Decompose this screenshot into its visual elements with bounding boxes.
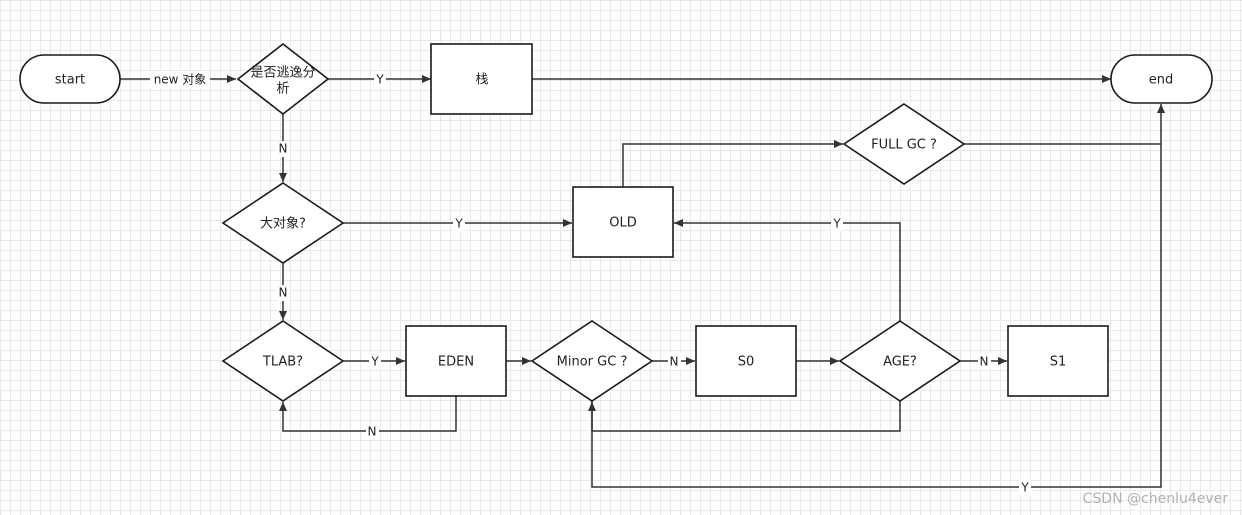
svg-text:是否逃逸分: 是否逃逸分: [250, 66, 315, 81]
end-terminal: end: [1110, 54, 1213, 104]
svg-text:FULL GC ?: FULL GC ?: [871, 138, 937, 153]
svg-text:Y: Y: [375, 73, 384, 87]
old-box: OLD: [572, 186, 674, 258]
svg-text:EDEN: EDEN: [438, 355, 474, 370]
edge-label-big-no: N: [277, 285, 290, 301]
edge-label-new-object: new 对象: [150, 71, 210, 88]
svg-text:S1: S1: [1050, 355, 1067, 370]
svg-text:AGE?: AGE?: [883, 355, 917, 370]
edge-old-to-fullgc: [622, 140, 843, 187]
svg-text:N: N: [368, 425, 377, 439]
svg-text:Y: Y: [370, 355, 379, 369]
svg-text:Y: Y: [1020, 481, 1029, 495]
svg-text:Minor GC ?: Minor GC ?: [557, 355, 628, 370]
edge-label-big-yes: Y: [453, 215, 465, 231]
svg-text:栈: 栈: [475, 73, 488, 88]
s0-box: S0: [695, 325, 797, 397]
minor-gc-decision: Minor GC ?: [530, 320, 654, 402]
edge-minor-yes-to-end: [591, 104, 1165, 488]
edge-age-back-to-minorgc: [588, 401, 901, 432]
edge-label-tlab-no: N: [366, 424, 379, 440]
full-gc-decision: FULL GC ?: [842, 103, 966, 185]
svg-text:S0: S0: [738, 355, 755, 370]
svg-text:N: N: [670, 355, 679, 369]
tlab-decision: TLAB?: [221, 320, 345, 402]
svg-text:start: start: [55, 73, 85, 88]
svg-text:OLD: OLD: [609, 216, 637, 231]
svg-text:N: N: [279, 142, 288, 156]
big-object-decision: 大对象?: [221, 182, 345, 264]
age-decision: AGE?: [838, 320, 962, 402]
start-terminal: start: [19, 54, 121, 104]
edge-age-to-old: [674, 219, 901, 321]
svg-text:end: end: [1149, 73, 1174, 88]
svg-text:TLAB?: TLAB?: [262, 355, 303, 370]
s1-box: S1: [1007, 325, 1109, 397]
edge-label-age-yes: Y: [831, 215, 843, 231]
edge-label-escape-no: N: [277, 141, 290, 157]
edge-label-minor-yes: Y: [1019, 479, 1031, 495]
svg-text:Y: Y: [454, 217, 463, 231]
svg-text:大对象?: 大对象?: [260, 217, 306, 232]
svg-text:new 对象: new 对象: [154, 73, 207, 87]
edge-label-minor-no: N: [668, 353, 681, 369]
edge-label-escape-yes: Y: [374, 71, 386, 87]
svg-text:N: N: [279, 286, 288, 300]
svg-text:析: 析: [276, 82, 289, 97]
svg-text:N: N: [980, 355, 989, 369]
eden-box: EDEN: [405, 325, 507, 397]
watermark-text: CSDN @chenlu4ever: [1082, 491, 1228, 507]
escape-analysis-decision: 是否逃逸分 析: [236, 42, 330, 116]
stack-box: 栈: [430, 43, 533, 115]
edge-label-age-no: N: [978, 353, 991, 369]
edge-label-tlab-yes: Y: [369, 353, 381, 369]
svg-text:Y: Y: [832, 217, 841, 231]
